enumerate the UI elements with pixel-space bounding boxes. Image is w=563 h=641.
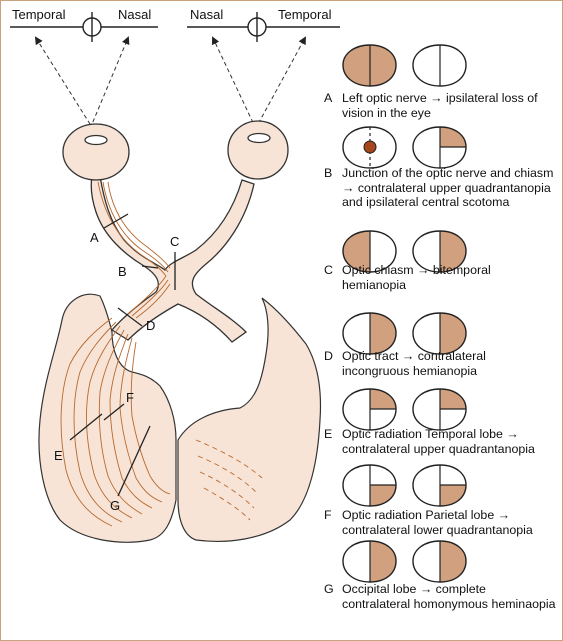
nerve-fibers <box>97 181 171 319</box>
path-letter-b: B <box>118 264 127 279</box>
left-visual-field-axis <box>10 12 158 42</box>
left-nasal-label: Nasal <box>118 7 151 22</box>
right-eye-field <box>412 44 467 87</box>
lesion-markers <box>69 213 176 497</box>
right-radiations <box>195 439 263 521</box>
lesion-g-marker <box>117 425 151 497</box>
legend-letter: B <box>324 166 333 180</box>
right-hemisphere <box>177 297 322 542</box>
legend-description: Optic radiation Temporal lobe → contrala… <box>342 427 535 456</box>
lesion-e-marker <box>69 413 103 441</box>
legend-description: Left optic nerve → ipsilateral loss of v… <box>342 91 538 120</box>
optic-radiations <box>60 317 171 527</box>
visual-field-diagram <box>342 540 467 583</box>
right-temporal-label: Temporal <box>278 7 332 22</box>
right-nasal-label: Nasal <box>190 7 223 22</box>
visual-field-pair <box>336 462 467 508</box>
left-hemisphere <box>38 293 177 543</box>
left-eye-field <box>342 540 397 583</box>
visual-field-diagram <box>342 44 467 87</box>
right-visual-field-axis <box>187 12 340 42</box>
lesion-a-marker <box>103 213 129 229</box>
visual-field-pair <box>336 42 467 88</box>
lesion-f-marker <box>103 403 125 421</box>
right-eye-field <box>412 126 467 169</box>
path-letter-g: G <box>110 498 120 513</box>
lesion-b-marker <box>141 265 159 269</box>
legend-description: Optic tract → contralateral incongruous … <box>342 349 486 378</box>
right-eye-field <box>412 540 467 583</box>
legend-letter: G <box>324 582 334 596</box>
brain-hemispheres <box>38 293 322 543</box>
visual-field-pair <box>336 538 467 584</box>
path-letter-c: C <box>170 234 179 249</box>
visual-field-diagram <box>342 312 467 355</box>
visual-field-diagram <box>342 388 467 431</box>
visual-field-diagram <box>342 230 467 273</box>
path-letter-e: E <box>54 448 63 463</box>
right-lens-icon <box>247 132 271 144</box>
visual-field-pair <box>336 310 467 356</box>
left-eye-field <box>342 388 397 431</box>
legend-letter: E <box>324 427 333 441</box>
left-eye-field <box>342 44 397 87</box>
left-temporal-label: Temporal <box>12 7 66 22</box>
left-eye-field <box>342 464 397 507</box>
legend-description: Optic chiasm → bitemporal hemianopia <box>342 263 491 292</box>
left-eyeball <box>62 123 130 181</box>
right-eye-field <box>412 388 467 431</box>
lesion-d-marker <box>117 307 143 327</box>
visual-field-pair <box>336 386 467 432</box>
right-eyeball <box>227 120 289 180</box>
visual-field-pair <box>336 124 467 170</box>
legend-description: Occipital lobe → complete contralateral … <box>342 582 556 611</box>
visual-field-pair <box>336 228 467 274</box>
visual-field-diagram <box>342 126 467 169</box>
path-letter-d: D <box>146 318 155 333</box>
optic-nerve-tissue <box>62 120 289 343</box>
left-eye-field <box>342 126 397 169</box>
legend-letter: C <box>324 263 333 277</box>
legend-letter: D <box>324 349 333 363</box>
path-letter-a: A <box>90 230 99 245</box>
legend-letter: A <box>324 91 333 105</box>
left-lens-icon <box>84 134 108 146</box>
visual-field-diagram <box>342 464 467 507</box>
legend-description: Optic radiation Parietal lobe → contrala… <box>342 508 533 537</box>
right-eye-field <box>412 464 467 507</box>
legend-letter: F <box>324 508 332 522</box>
path-letter-f: F <box>126 390 134 405</box>
legend-description: Junction of the optic nerve and chiasm →… <box>342 166 554 209</box>
